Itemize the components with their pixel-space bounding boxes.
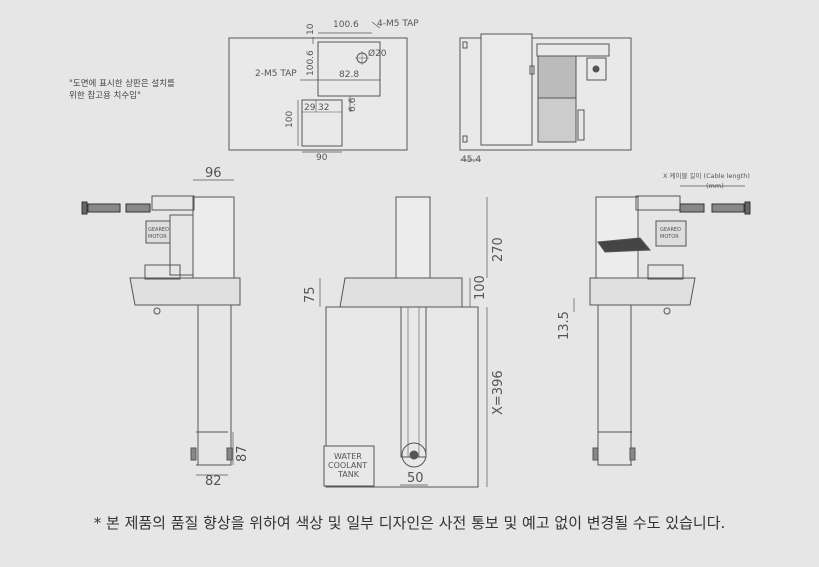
dim-32: 32 [318, 103, 329, 113]
dim-270: 270 [491, 237, 506, 262]
note-line-1: "도면에 표시한 상판은 설치를 [69, 79, 175, 89]
dim-width: 100.6 [333, 20, 359, 30]
dim-dia: Ø20 [368, 48, 387, 59]
label-4-m5-tap: 4-M5 TAP [377, 19, 419, 29]
dim-82: 82 [205, 474, 222, 489]
dim-side-10: 10 [306, 23, 316, 35]
dim-x396: X=396 [491, 370, 506, 415]
dim-height: 100.6 [306, 50, 316, 76]
dim-29: 29 [304, 103, 316, 113]
cable-unit: (mm) [706, 182, 724, 190]
reference-note: "도면에 표시한 상판은 설치를 위한 참고용 치수임" [69, 78, 175, 102]
tank-label-2: COOLANT [328, 461, 367, 470]
dim-96: 96 [205, 166, 222, 181]
dim-100-front: 100 [473, 275, 488, 300]
tank-label-3: TANK [337, 470, 360, 479]
tank-label-1: WATER [334, 452, 362, 461]
motor-label-left-2: MOTOR [148, 234, 167, 240]
dim-100-plate: 100 [285, 111, 295, 128]
dim-90: 90 [316, 153, 328, 163]
side-plan-view [459, 33, 632, 161]
motor-label-left-1: GEARED [148, 227, 169, 233]
dim-50: 50 [407, 471, 424, 486]
motor-label-right-1: GEARED [660, 227, 681, 233]
right-cable [679, 201, 751, 215]
disclaimer: * 본 제품의 품질 향상을 위하여 색상 및 일부 디자인은 사전 통보 및 … [93, 514, 726, 532]
cable-label: X 케이블 길이 (Cable length) [663, 171, 750, 180]
left-elevation-view [81, 179, 241, 476]
dim-87: 87 [235, 445, 250, 462]
dim-45-4: 45.4 [461, 155, 481, 165]
note-line-2: 위한 참고용 치수임" [69, 91, 141, 101]
label-2-m5-tap: 2-M5 TAP [255, 69, 297, 79]
dim-82-8: 82.8 [339, 70, 359, 80]
right-elevation-view [573, 185, 751, 466]
top-plan-view [228, 21, 408, 153]
left-cable [81, 201, 151, 215]
dim-13-5: 13.5 [557, 311, 572, 340]
dim-6-6: 6.6 [348, 97, 358, 112]
dim-75: 75 [303, 286, 318, 303]
motor-label-right-2: MOTOR [660, 234, 679, 240]
front-elevation-view [319, 196, 488, 488]
